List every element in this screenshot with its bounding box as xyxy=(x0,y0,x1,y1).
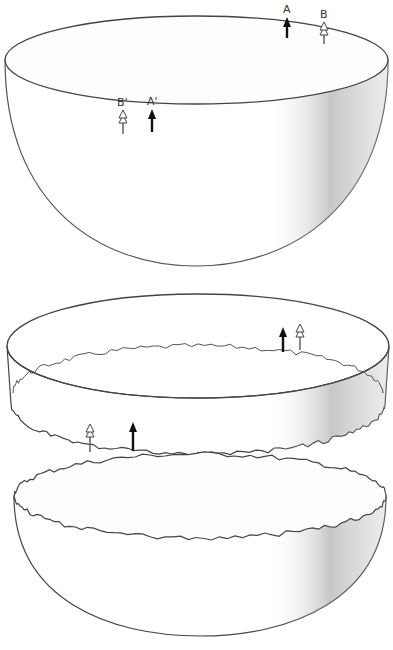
vector-arrows xyxy=(86,17,328,452)
point-label: A' xyxy=(147,96,158,107)
cut-band xyxy=(7,294,389,456)
point-label: B xyxy=(320,9,328,20)
whole-bowl xyxy=(5,16,388,266)
point-label: A xyxy=(283,4,291,15)
point-label: B' xyxy=(117,97,128,108)
bowl-bottom xyxy=(14,452,386,636)
